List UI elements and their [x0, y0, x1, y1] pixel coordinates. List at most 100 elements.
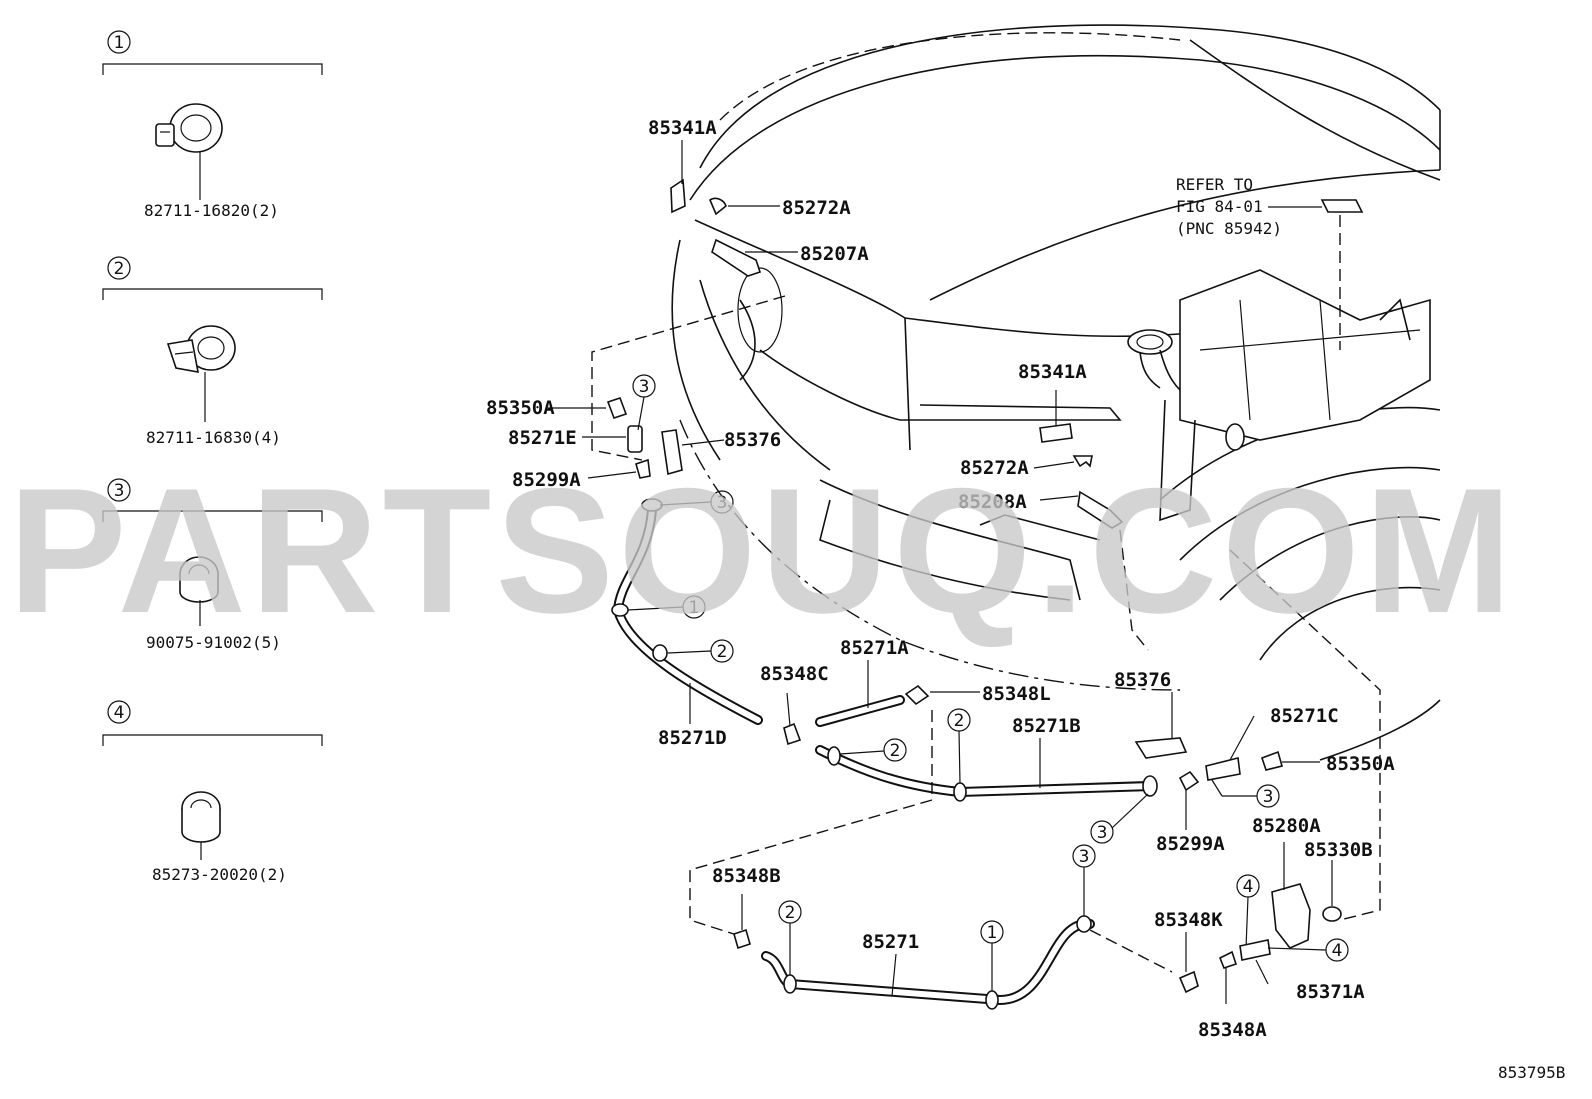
connector-icon [606, 396, 628, 420]
label-85341A-mid[interactable]: 85341A [1018, 361, 1087, 383]
grommet-icon [179, 556, 219, 603]
connector-icon [783, 722, 802, 746]
label-85271E[interactable]: 85271E [508, 427, 577, 449]
legend-part-number: 90075-91002(5) [146, 633, 281, 652]
reservoir-cap-icon [1320, 199, 1364, 213]
clamp-icon [155, 103, 223, 153]
label-85348B[interactable]: 85348B [712, 865, 781, 887]
part-labels: 85341A 85272A 85207A 85341A 85272A 85208… [486, 117, 1395, 1041]
callout-number: 1 [689, 598, 700, 618]
legend-item-4: 4 85273-20020(2) [102, 700, 323, 884]
bottom-hose-group: 2 1 3 [733, 844, 1173, 1010]
connector-icon [733, 928, 751, 950]
label-85207A[interactable]: 85207A [800, 243, 869, 265]
refer-note: REFER TO FIG 84-01 (PNC 85942) [1176, 175, 1364, 350]
joint-icon [904, 684, 930, 706]
hose-piece-icon [1239, 939, 1271, 961]
label-85376-right[interactable]: 85376 [1114, 669, 1171, 691]
callout-number: 2 [890, 741, 901, 761]
clamp-icon [166, 325, 236, 373]
watermark: PARTSOUQ.COM [8, 451, 1516, 650]
label-85299A-left[interactable]: 85299A [512, 469, 581, 491]
refer-note-line-2: FIG 84-01 [1176, 197, 1263, 216]
label-85271C[interactable]: 85271C [1270, 705, 1339, 727]
label-85348L[interactable]: 85348L [982, 683, 1051, 705]
refer-note-line-3: (PNC 85942) [1176, 219, 1282, 238]
figure-code: 853795B [1498, 1063, 1565, 1082]
legend-bracket [102, 288, 323, 300]
connector-icon [1260, 750, 1283, 771]
bracket-icon [1134, 737, 1188, 759]
label-85371A[interactable]: 85371A [1296, 981, 1365, 1003]
label-85271[interactable]: 85271 [862, 931, 919, 953]
washer-pump-icon [1271, 883, 1311, 949]
connector-icon [1178, 970, 1199, 994]
center-hose-group: 2 2 3 [689, 660, 1158, 937]
label-85271A[interactable]: 85271A [840, 637, 909, 659]
label-85272A-mid[interactable]: 85272A [960, 457, 1029, 479]
label-85208A[interactable]: 85208A [958, 491, 1027, 513]
legend-bracket [102, 510, 323, 522]
refer-note-line-1: REFER TO [1176, 175, 1253, 194]
hose-piece-icon [627, 425, 643, 453]
callout-number: 2 [785, 903, 796, 923]
check-valve-icon [1178, 770, 1200, 792]
legend-part-number: 82711-16820(2) [144, 201, 279, 220]
legend-num-circle [107, 30, 131, 54]
callout-number: 4 [1332, 941, 1343, 961]
vehicle-outline [671, 24, 1441, 761]
legend-num-circle [107, 478, 131, 502]
label-85350A-right[interactable]: 85350A [1326, 753, 1395, 775]
label-85350A-left[interactable]: 85350A [486, 397, 555, 419]
label-85376-left[interactable]: 85376 [724, 429, 781, 451]
label-85348K[interactable]: 85348K [1154, 909, 1223, 931]
label-85280A[interactable]: 85280A [1252, 815, 1321, 837]
legend-bracket [102, 734, 323, 746]
callout-number: 3 [1263, 787, 1274, 807]
callout-number: 3 [717, 493, 728, 513]
legend-num: 3 [114, 481, 125, 501]
right-washer-group: 3 4 4 [1033, 390, 1381, 1004]
left-washer-group: 3 3 1 2 [548, 140, 798, 725]
legend-item-1: 1 82711-16820(2) [102, 30, 323, 220]
nozzle-icon [711, 238, 762, 277]
label-85348C[interactable]: 85348C [760, 663, 829, 685]
callout-number: 1 [987, 923, 998, 943]
callout-number: 2 [954, 711, 965, 731]
nozzle-icon [1077, 490, 1124, 529]
grommet-icon [1322, 906, 1342, 922]
label-85341A-top[interactable]: 85341A [648, 117, 717, 139]
check-valve-icon [635, 458, 651, 479]
clamp-ring-icon [181, 791, 221, 843]
cover-icon [670, 178, 686, 214]
legend-bracket [102, 63, 323, 75]
hose-piece-icon [1205, 757, 1241, 781]
label-85299A-right[interactable]: 85299A [1156, 833, 1225, 855]
callout-number: 3 [1097, 823, 1108, 843]
callout-number: 4 [1243, 877, 1254, 897]
connector-icon [1218, 950, 1238, 969]
legend-part-number: 82711-16830(4) [146, 428, 281, 447]
callout-number: 3 [639, 377, 650, 397]
label-85271D[interactable]: 85271D [658, 727, 727, 749]
clip-icon [709, 197, 727, 216]
label-85348A[interactable]: 85348A [1198, 1019, 1267, 1041]
legend-num: 2 [114, 259, 125, 279]
legend-num: 1 [114, 33, 125, 53]
legend-num-circle [107, 256, 131, 280]
cover-icon [1039, 423, 1073, 443]
callout-number: 2 [717, 642, 728, 662]
legend-item-2: 2 82711-16830(4) [102, 256, 323, 447]
clip-icon [1072, 455, 1093, 468]
label-85272A-top[interactable]: 85272A [782, 197, 851, 219]
label-85330B[interactable]: 85330B [1304, 839, 1373, 861]
callout-number: 3 [1079, 847, 1090, 867]
bracket-icon [661, 429, 683, 476]
legend-num-circle [107, 700, 131, 724]
legend-item-3: 3 90075-91002(5) [102, 478, 323, 652]
legend-num: 4 [114, 703, 125, 723]
legend-part-number: 85273-20020(2) [152, 865, 287, 884]
label-85271B[interactable]: 85271B [1012, 715, 1081, 737]
